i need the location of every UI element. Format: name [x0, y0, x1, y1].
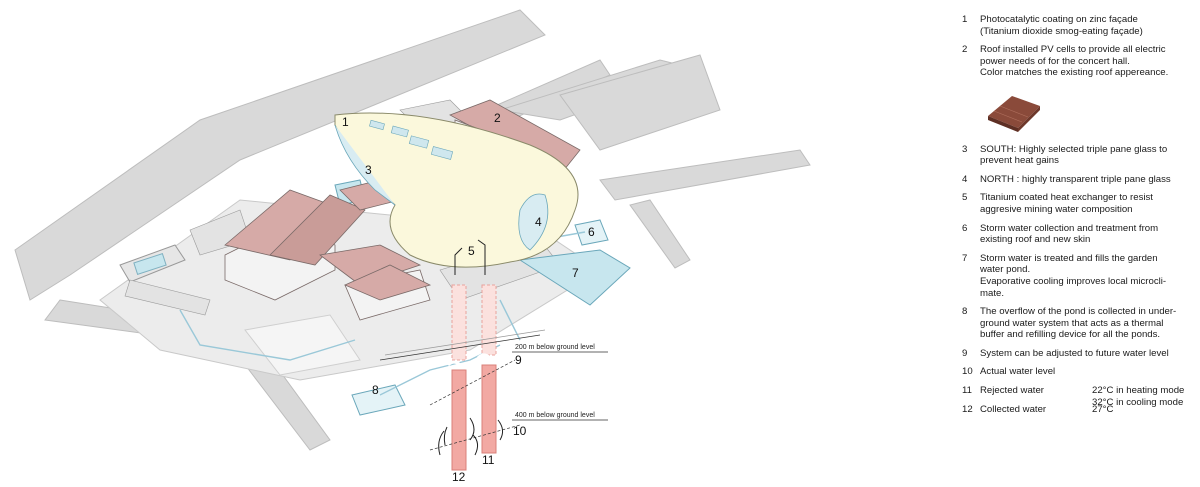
legend-item-10: 10 Actual water level	[962, 366, 1056, 378]
legend-item-9: 9 System can be adjusted to future water…	[962, 347, 1169, 359]
svg-text:4: 4	[535, 215, 542, 229]
legend-item-5: 5 Titanium coated heat exchanger to resi…	[962, 192, 1153, 215]
depth-label-200: 200 m below ground level	[515, 344, 595, 351]
callout-3: 3	[365, 163, 372, 177]
svg-text:7: 7	[572, 266, 579, 280]
svg-text:3: 3	[365, 163, 372, 177]
pv-cell-image	[988, 95, 1040, 132]
site-diagram: 1 2 3 4 5 6 7 8 9 10 11 12 200 m below g…	[14, 9, 811, 484]
svg-text:11: 11	[482, 453, 495, 467]
svg-text:2: 2	[494, 111, 501, 125]
legend-item-3: 3 SOUTH: Highly selected triple pane gla…	[962, 143, 1168, 167]
callout-12: 12	[452, 470, 466, 484]
callout-8: 8	[372, 383, 379, 397]
callout-4: 4	[535, 215, 542, 229]
concert-hall-canopy	[334, 112, 579, 268]
svg-text:12: 12	[452, 470, 466, 484]
legend-item-6: 6 Storm water collection and treatment f…	[962, 222, 1159, 246]
callout-9: 9	[515, 353, 522, 367]
callout-6: 6	[588, 225, 595, 239]
svg-text:6: 6	[588, 225, 595, 239]
legend: 1 Photocatalytic coating on zinc façade …	[962, 14, 1194, 422]
legend-item-4: 4 NORTH : highly transparent triple pane…	[962, 173, 1171, 185]
boreholes	[446, 284, 504, 471]
ground-level-lines	[379, 329, 608, 451]
svg-text:8: 8	[372, 383, 379, 397]
svg-text:9: 9	[515, 353, 522, 367]
svg-text:5: 5	[468, 244, 475, 258]
water-features	[334, 179, 631, 416]
callout-11: 11	[482, 453, 495, 467]
flow-arrows	[438, 417, 504, 456]
callout-2: 2	[494, 111, 501, 125]
legend-item-12: 12 Collected water 27°C	[962, 403, 1114, 415]
legend-item-11: 11 Rejected water 22°C in heating mode 3…	[962, 385, 1185, 408]
callout-5: 5	[468, 244, 475, 258]
legend-item-1: 1 Photocatalytic coating on zinc façade …	[962, 14, 1143, 37]
depth-label-400: 400 m below ground level	[515, 412, 595, 419]
legend-item-2: 2 Roof installed PV cells to provide all…	[962, 44, 1169, 79]
legend-item-7: 7 Storm water is treated and fills the g…	[962, 252, 1167, 299]
callout-7: 7	[572, 266, 579, 280]
svg-text:10: 10	[513, 424, 527, 438]
callout-1: 1	[342, 115, 349, 129]
callout-10: 10	[513, 424, 527, 438]
heat-exchanger	[454, 239, 486, 275]
legend-item-8: 8 The overflow of the pond is collected …	[962, 306, 1177, 341]
svg-text:1: 1	[342, 115, 349, 129]
